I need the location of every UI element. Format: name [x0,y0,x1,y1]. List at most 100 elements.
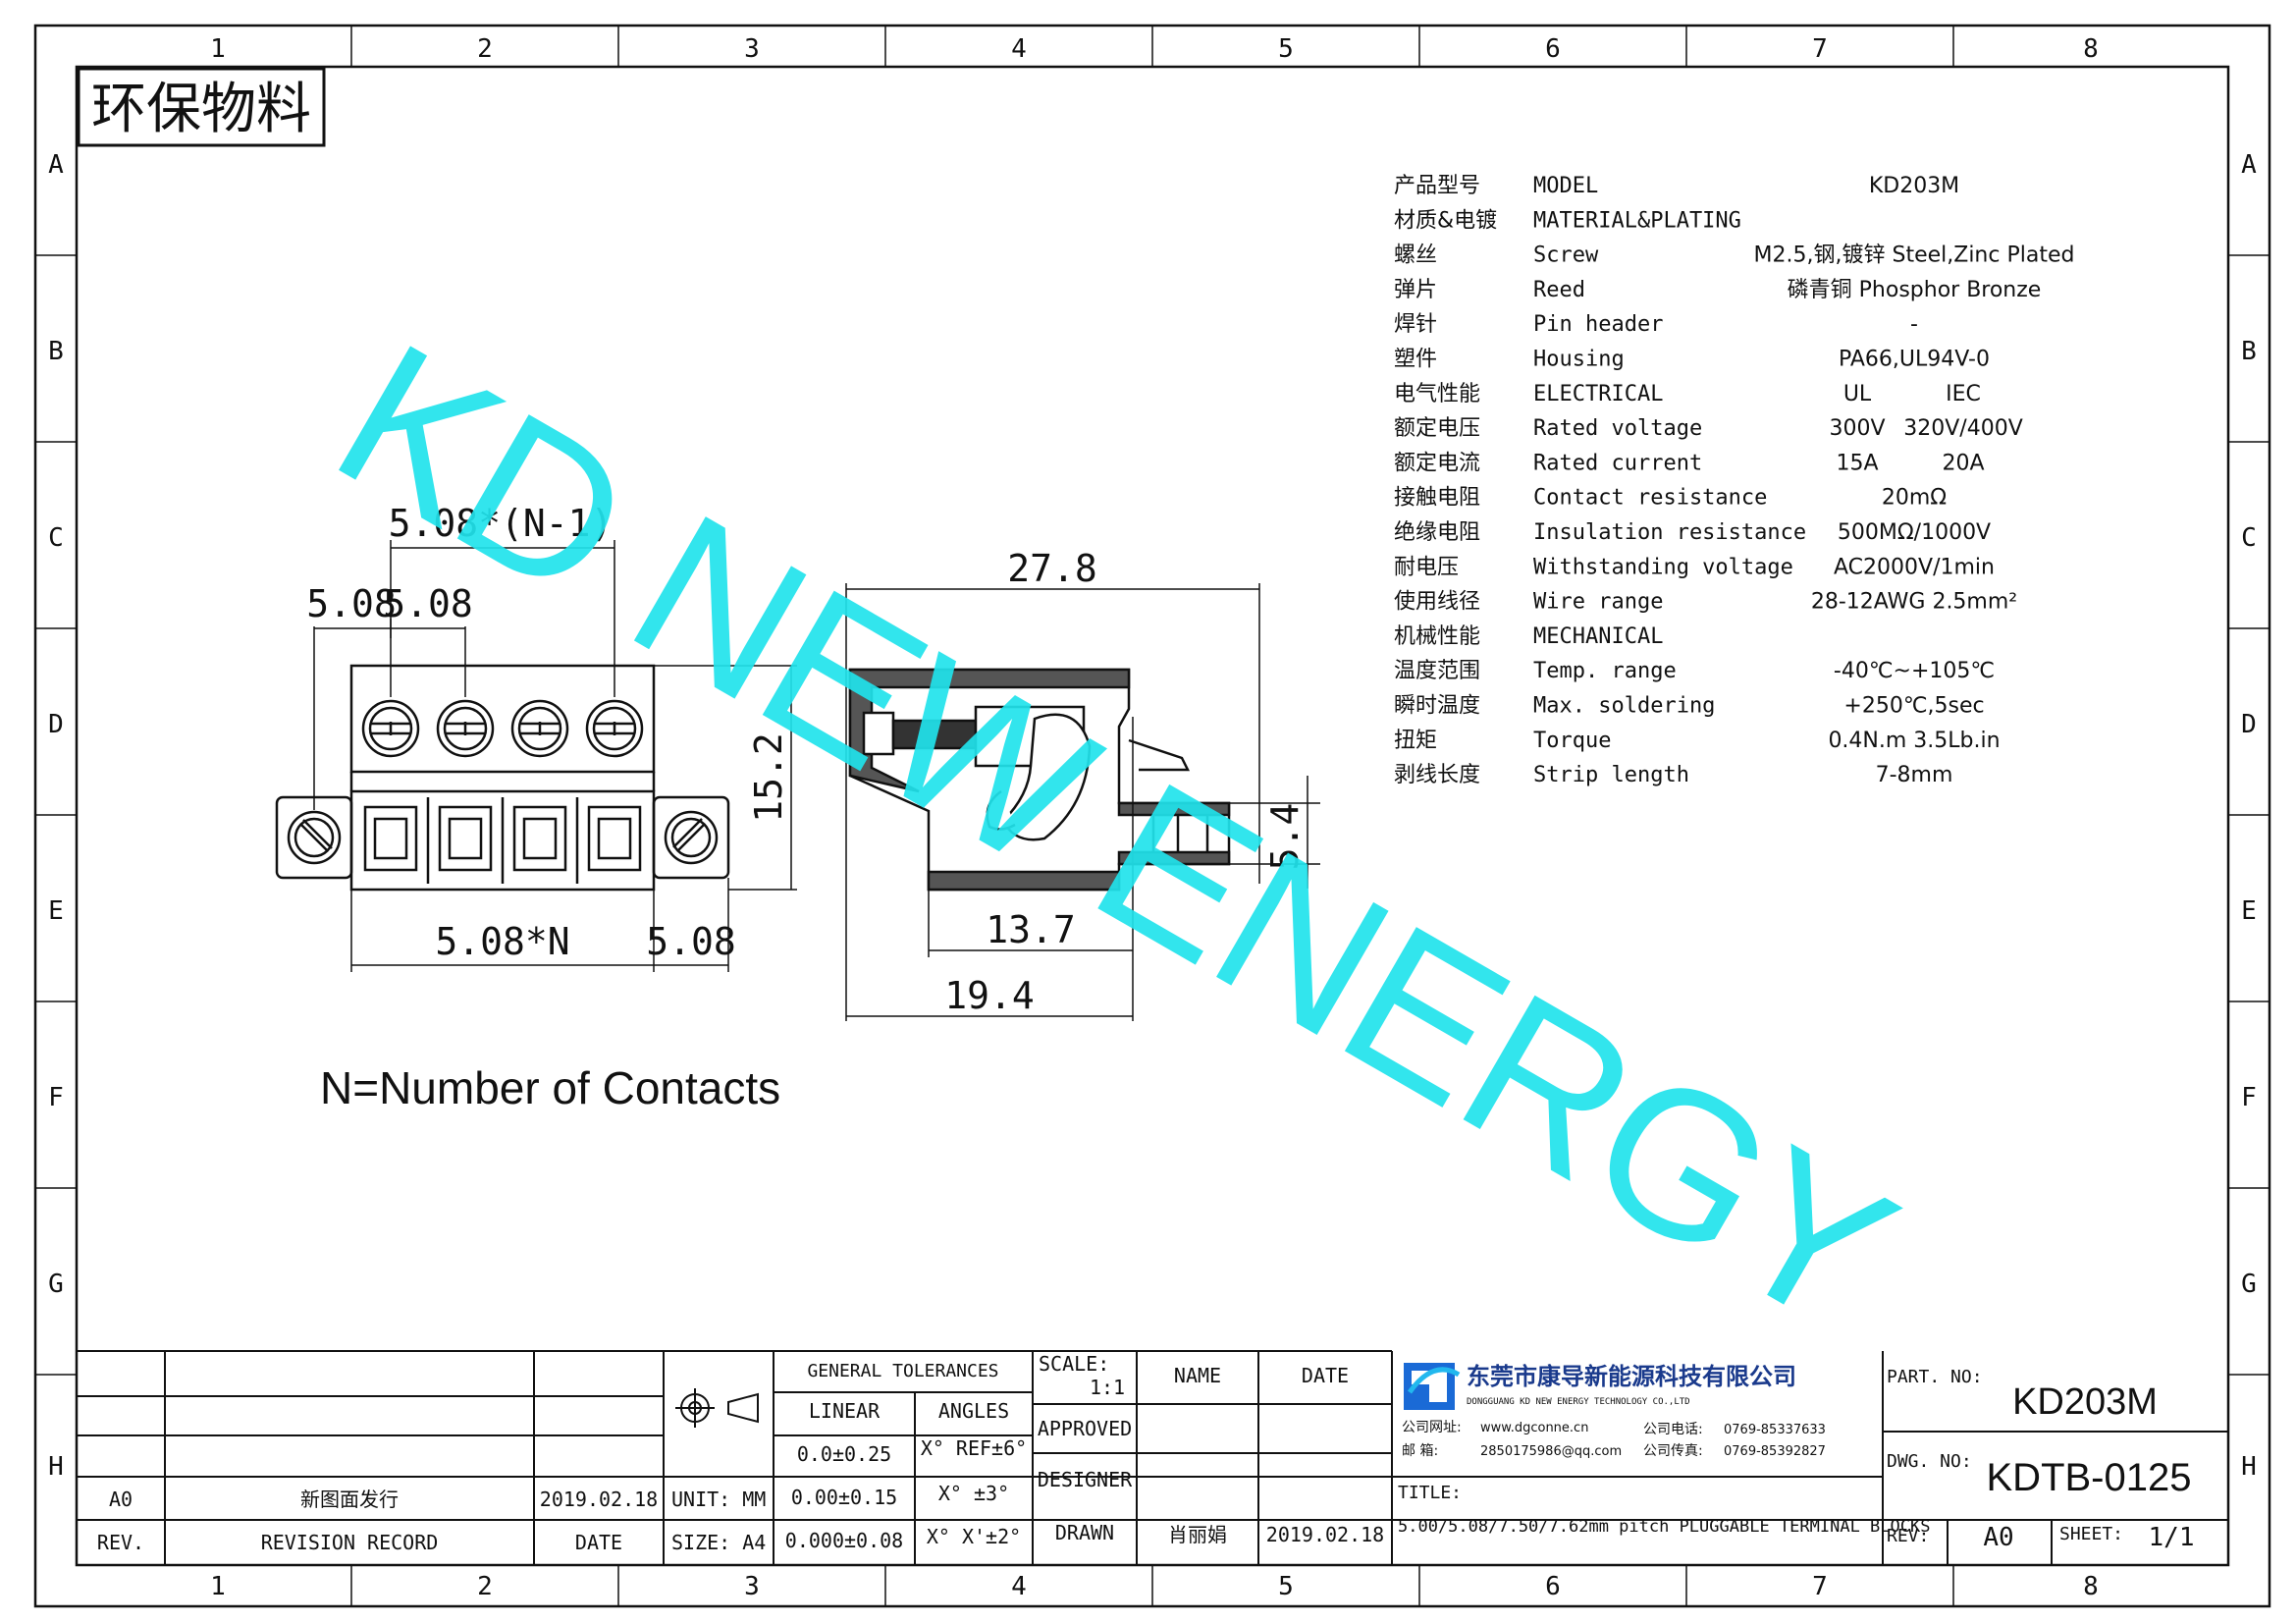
web-label: 公司网址: [1402,1420,1462,1435]
spec-label-en: Wire range [1533,590,1663,615]
projection-symbol [675,1388,759,1428]
row-label-left: D [48,710,64,739]
front-view-drawing [275,664,730,892]
approved-label: APPROVED [1038,1417,1132,1440]
spec-label-cn: 电气性能 [1394,382,1480,406]
drawing-frame [33,24,2271,1608]
side-section-view [848,668,1231,892]
front-view-dimension-text: 5.08*(N-1) 5.08 5.08 15.2 5.08*N 5.08 [306,502,790,963]
spec-label-en: Insulation resistance [1533,520,1806,545]
part-no-label: PART. NO: [1887,1367,1983,1387]
part-number-block: PART. NO: KD203M DWG. NO: KDTB-0125 REV:… [1887,1367,2194,1552]
rev-header-label: REV. [97,1531,144,1554]
row-label-left: F [48,1083,64,1112]
rev-note: 新图面发行 [300,1488,399,1511]
sheet-label: SHEET: [2059,1524,2123,1544]
row-label-left: B [48,337,64,366]
tol-linear-1: 0.0±0.25 [797,1442,891,1466]
spec-label-cn: 接触电阻 [1394,486,1480,511]
col-label-top: 7 [1812,34,1828,64]
col-label-top: 4 [1011,34,1027,64]
wire-openings [363,797,642,884]
col-label-bottom: 6 [1545,1572,1561,1601]
row-label-left: H [48,1452,64,1482]
dim-flange-width: 5.08 [646,920,736,963]
spec-label-en: Max. soldering [1533,694,1715,719]
spec-label-cn: 弹片 [1394,278,1437,302]
spec-label-en: MODEL [1533,174,1598,198]
revision-record-header: REVISION RECORD [261,1531,439,1554]
spec-value: 磷青铜 Phosphor Bronze [1788,278,2042,302]
sheet-value: 1/1 [2149,1523,2195,1552]
company-block: 东莞市康导新能源科技有限公司 DONGGUANG KD NEW ENERGY T… [1398,1363,1930,1537]
row-label-left: C [48,523,64,553]
row-label-left: A [48,150,64,180]
spec-value: PA66,UL94V-0 [1839,348,1990,372]
spec-value: M2.5,钢,镀锌 Steel,Zinc Plated [1754,243,2075,268]
dim-pin-height: 5.4 [1263,803,1307,871]
dim-total-length: 19.4 [944,974,1035,1017]
spec-label-cn: 耐电压 [1394,555,1459,579]
title-block-text: A0 新图面发行 2019.02.18 REV. REVISION RECORD… [97,1352,1384,1554]
spec-label-en: Housing [1533,348,1625,372]
rev-label-2: REV: [1887,1526,1929,1546]
spec-label-en: Withstanding voltage [1533,555,1793,579]
spec-label-en: Rated current [1533,451,1702,475]
mail-label: 邮 箱: [1402,1443,1438,1459]
spec-label-en: Rated voltage [1533,416,1702,441]
row-label-right: G [2241,1270,2257,1299]
drawn-name: 肖丽娟 [1168,1523,1227,1546]
spec-label-cn: 扭矩 [1394,729,1437,753]
dim-inner-length: 13.7 [986,908,1076,951]
row-label-right: E [2241,896,2257,926]
col-label-top: 8 [2083,34,2099,64]
spec-label-en: ELECTRICAL [1533,382,1663,406]
spec-value-iec: 20A [1942,451,1984,475]
spec-label-cn: 瞬时温度 [1394,694,1480,719]
spec-value: 20mΩ [1882,486,1947,511]
title-block [77,1350,2228,1565]
col-label-bottom: 8 [2083,1572,2099,1601]
tol-angle-2: X° ±3° [938,1482,1009,1505]
spec-label-en: Temp. range [1533,659,1677,683]
side-view-dimensions [845,583,1320,1021]
general-tolerances-label: GENERAL TOLERANCES [807,1361,998,1381]
col-label-bottom: 1 [210,1572,226,1601]
row-label-left: G [48,1270,64,1299]
col-label-top: 5 [1278,34,1294,64]
front-view-dimensions [313,540,797,972]
spec-value: 7-8mm [1876,763,1953,787]
designer-label: DESIGNER [1038,1468,1133,1491]
spec-label-en: Reed [1533,278,1585,302]
company-tel: 0769-85337633 [1724,1423,1826,1437]
dim-height: 15.2 [747,732,790,823]
col-label-top: 3 [744,34,760,64]
spec-label-en: Strip length [1533,763,1689,787]
rev-date: 2019.02.18 [540,1488,658,1511]
row-label-right: D [2241,710,2257,739]
row-label-right: A [2241,150,2257,180]
spec-label-en: Pin header [1533,312,1663,337]
company-fax: 0769-85392827 [1724,1444,1826,1459]
spec-value: 0.4N.m 3.5Lb.in [1828,729,2000,753]
dim-body-width: 5.08*N [435,920,569,963]
spec-value: -40℃~+105℃ [1834,659,1995,683]
size-label: SIZE: A4 [671,1531,766,1554]
spec-label-cn: 额定电压 [1394,416,1480,441]
dim-overall-length: 27.8 [1007,547,1097,590]
spec-label-cn: 产品型号 [1394,174,1480,198]
spec-label-cn: 额定电流 [1394,451,1480,475]
clamp-reed [1001,713,1092,841]
spec-label-cn: 螺丝 [1394,243,1437,268]
spec-label-cn: 绝缘电阻 [1394,520,1480,545]
spec-label-en: Contact resistance [1533,486,1767,511]
spec-label-en: Screw [1533,243,1599,268]
name-header: NAME [1174,1364,1221,1387]
spec-label-en: MECHANICAL [1533,624,1663,649]
spec-label-en: Torque [1533,729,1611,753]
tol-angle-3: X° X'±2° [927,1525,1021,1548]
dim-left-pitch-a: 5.08 [306,582,397,625]
angles-label: ANGLES [938,1399,1009,1423]
